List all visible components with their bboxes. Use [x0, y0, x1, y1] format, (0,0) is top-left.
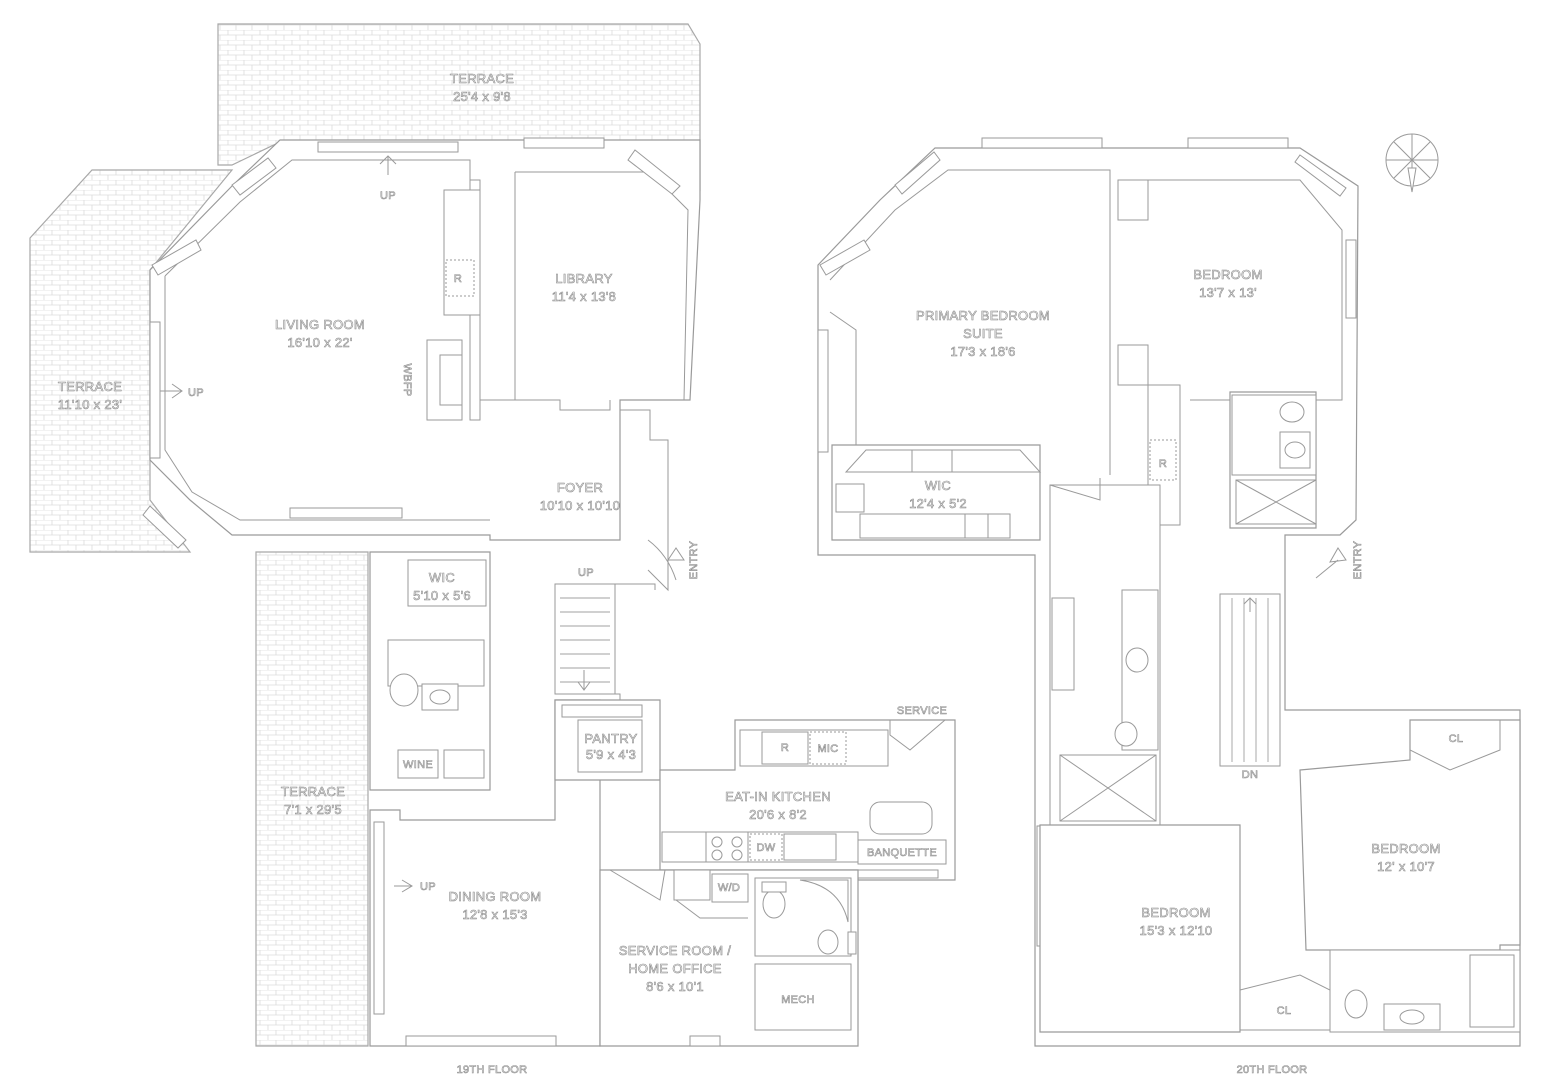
terrace-left-size: 11'10 x 23'	[58, 397, 122, 412]
windows-19-living	[142, 137, 681, 549]
microwave-tag: MIC	[817, 743, 838, 755]
foyer-size: 10'10 x 10'10	[540, 498, 620, 513]
kitchen-size: 20'6 x 8'2	[749, 807, 807, 822]
closet-tag-s: CL	[1277, 1005, 1292, 1017]
wic-20-name: WIC	[925, 478, 951, 493]
floor-19	[29, 23, 956, 1047]
service-tag: SERVICE	[897, 705, 947, 717]
stairs-19	[554, 583, 656, 700]
terrace-top-name: TERRACE	[450, 71, 514, 86]
primary-suite-name-1: PRIMARY BEDROOM	[916, 308, 1050, 323]
dishwasher-tag: DW	[757, 842, 776, 854]
living-room-walls	[149, 139, 701, 541]
wic-19-size: 5'10 x 5'6	[413, 588, 471, 603]
terrace-left-name: TERRACE	[58, 379, 122, 394]
kitchen-name: EAT-IN KITCHEN	[725, 789, 831, 804]
terrace-long-size: 7'1 x 29'5	[284, 802, 342, 817]
labels-19: TERRACE 25'4 x 9'8 TERRACE 11'10 x 23' T…	[57, 71, 831, 995]
terrace-long-area	[255, 551, 369, 1047]
bedroom-se-size: 12' x 10'7	[1377, 859, 1435, 874]
dining-room-name: DINING ROOM	[449, 889, 542, 904]
pantry-name: PANTRY	[584, 731, 637, 746]
up-tag-terrace: UP	[188, 387, 204, 399]
living-room-name: LIVING ROOM	[275, 317, 365, 332]
fridge-tag-20: R	[1159, 458, 1167, 470]
entry-tag-20: ENTRY	[1352, 540, 1364, 579]
bedroom-ne-name: BEDROOM	[1193, 267, 1262, 282]
service-room-name-1: SERVICE ROOM /	[619, 943, 731, 958]
library-size: 11'4 x 13'8	[552, 289, 616, 304]
terrace-long-name: TERRACE	[281, 784, 345, 799]
fridge-tag-kitchen: R	[781, 742, 789, 754]
floor-captions: 19TH FLOOR 20TH FLOOR	[456, 1064, 1308, 1077]
primary-suite-size: 17'3 x 18'6	[950, 344, 1015, 359]
bedroom-s-size: 15'3 x 12'10	[1140, 923, 1213, 938]
up-tag-stairs: UP	[578, 567, 594, 579]
primary-suite-name-2: SUITE	[963, 326, 1003, 341]
wic-19-name: WIC	[429, 570, 455, 585]
bedroom-s-name: BEDROOM	[1141, 905, 1210, 920]
tags: UP UP UP UP DN ENTRY ENTRY SERVICE R R R…	[188, 190, 1464, 1018]
service-room-size: 8'6 x 10'1	[646, 979, 704, 994]
library-name: LIBRARY	[555, 271, 613, 286]
terrace-top-size: 25'4 x 9'8	[453, 89, 511, 104]
service-room-name-2: HOME OFFICE	[628, 961, 722, 976]
labels-20: PRIMARY BEDROOM SUITE 17'3 x 18'6 WIC 12…	[909, 267, 1441, 939]
wic-20-size: 12'4 x 5'2	[909, 496, 967, 511]
mech-tag: MECH	[781, 994, 815, 1006]
banquette-tag: BANQUETTE	[867, 847, 937, 859]
bedroom-ne-size: 13'7 x 13'	[1199, 285, 1257, 300]
floor-19-caption: 19TH FLOOR	[457, 1064, 528, 1076]
dining-room-size: 12'8 x 15'3	[462, 907, 527, 922]
floor-20	[817, 137, 1521, 1047]
living-room-size: 16'10 x 22'	[287, 335, 352, 350]
up-tag-living: UP	[380, 190, 396, 202]
washer-dryer-tag: W/D	[718, 882, 740, 894]
fireplace-tag: WBFP	[401, 364, 413, 397]
stairs-20	[1219, 593, 1281, 767]
entry-tag-19: ENTRY	[688, 540, 700, 579]
fridge-tag-19: R	[454, 273, 462, 285]
compass-rose	[1385, 133, 1439, 193]
fireplace	[426, 339, 463, 421]
up-tag-dining: UP	[420, 881, 436, 893]
pantry-size: 5'9 x 4'3	[586, 747, 636, 762]
bedroom-se-name: BEDROOM	[1371, 841, 1440, 856]
floor-20-caption: 20TH FLOOR	[1237, 1064, 1308, 1076]
closet-tag-se: CL	[1449, 733, 1464, 745]
wine-tag: WINE	[403, 759, 433, 771]
foyer-name: FOYER	[557, 480, 603, 495]
dn-tag: DN	[1242, 769, 1259, 781]
